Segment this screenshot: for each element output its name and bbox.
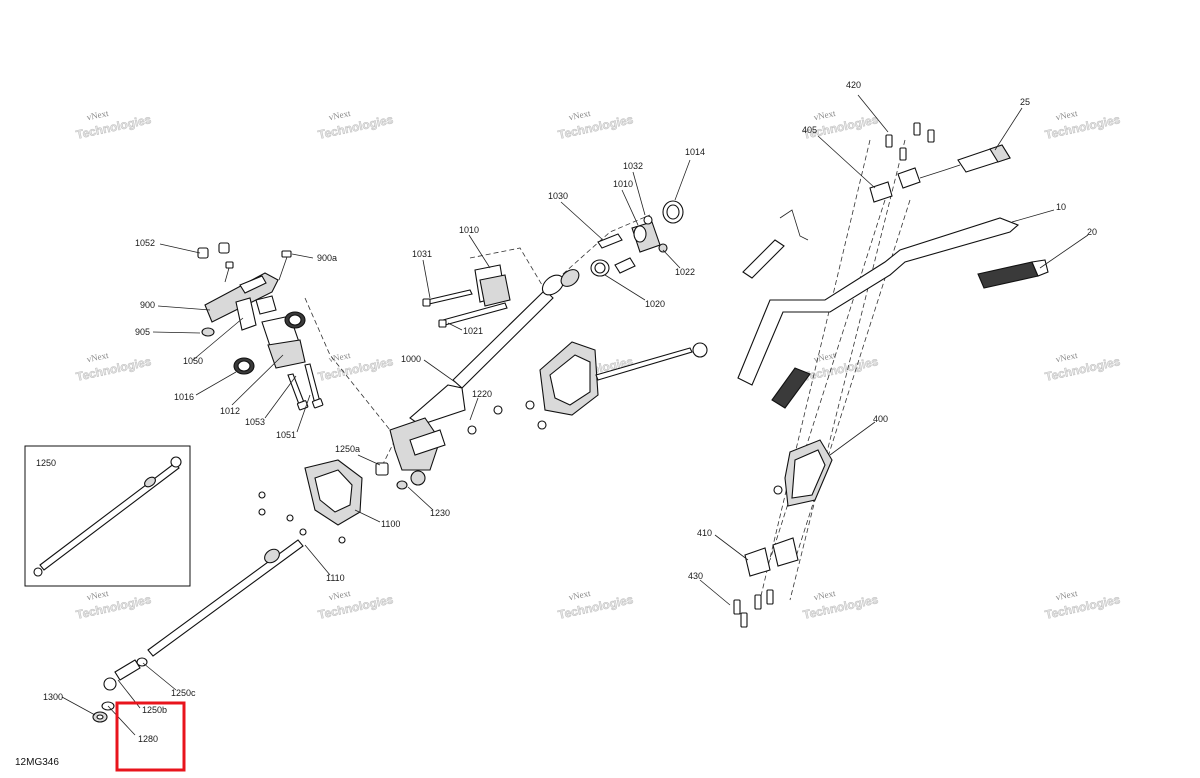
callout-405: 405 (802, 125, 817, 135)
callout-20: 20 (1087, 227, 1097, 237)
callout-905: 905 (135, 327, 150, 337)
steering-box-right (467, 341, 708, 435)
steering-shaft-1000 (389, 269, 580, 486)
watermark: vNext Technologies (557, 108, 636, 142)
callout-900a: 900a (317, 253, 337, 263)
watermark: vNext Technologies (75, 350, 154, 384)
watermark-line1: vNext (1055, 350, 1079, 364)
callout-1220: 1220 (472, 389, 492, 399)
callout-1032: 1032 (623, 161, 643, 171)
callout-1050: 1050 (183, 356, 203, 366)
callout-1052: 1052 (135, 238, 155, 248)
bolts-420 (885, 122, 935, 161)
watermark-line1: vNext (813, 588, 837, 602)
callout-1010-upper: 1010 (613, 179, 633, 189)
watermark-line1: vNext (86, 350, 110, 364)
callout-1280: 1280 (138, 734, 158, 744)
bushing-1050 (235, 295, 277, 331)
callout-1022: 1022 (675, 267, 695, 277)
callout-1250b: 1250b (142, 705, 167, 715)
watermark-line1: vNext (1055, 588, 1079, 602)
grip-25 (957, 144, 1011, 173)
ring-1016 (233, 357, 255, 375)
nut-1052 (197, 242, 230, 259)
bolt-900a (224, 250, 292, 283)
watermark: vNext Technologies (802, 588, 881, 622)
watermark: vNext Technologies (317, 108, 396, 142)
handlebar-10 (737, 217, 1020, 386)
callout-1021: 1021 (463, 326, 483, 336)
callout-1230: 1230 (430, 508, 450, 518)
callout-1053: 1053 (245, 417, 265, 427)
inset-box-1250 (24, 445, 191, 587)
throttle-clip (742, 209, 809, 279)
watermark: vNext Technologies (1044, 588, 1123, 622)
callout-1016: 1016 (174, 392, 194, 402)
watermark-line1: vNext (86, 108, 110, 122)
watermark-layer: vNext Technologies vNext Technologies vN… (75, 108, 1123, 622)
callout-400: 400 (873, 414, 888, 424)
callout-1014: 1014 (685, 147, 705, 157)
callout-1051: 1051 (276, 430, 296, 440)
grip-left (771, 367, 811, 409)
callout-1250c: 1250c (171, 688, 196, 698)
watermark: vNext Technologies (317, 588, 396, 622)
callout-900: 900 (140, 300, 155, 310)
washer-905 (201, 327, 215, 337)
watermark-line1: vNext (568, 108, 592, 122)
callout-1030: 1030 (548, 191, 568, 201)
watermark: vNext Technologies (802, 350, 881, 384)
watermark-line1: vNext (328, 350, 352, 364)
watermark-line1: vNext (328, 108, 352, 122)
callout-1020: 1020 (645, 299, 665, 309)
bracket-900 (204, 272, 279, 323)
clamp-405 (869, 164, 961, 203)
bolts-430 (733, 589, 774, 628)
watermark-line1: vNext (1055, 108, 1079, 122)
callout-1110: 1110 (326, 573, 345, 583)
bearing-group (590, 200, 684, 277)
callout-1250a: 1250a (335, 444, 360, 454)
callout-1100: 1100 (381, 519, 400, 529)
callout-1000: 1000 (401, 354, 421, 364)
watermark-line1: vNext (568, 588, 592, 602)
callout-1031: 1031 (412, 249, 432, 259)
upper-clamp-group (422, 264, 511, 328)
watermark: vNext Technologies (317, 350, 396, 384)
diagram-code: 12MG346 (15, 757, 59, 768)
callout-410: 410 (697, 528, 712, 538)
watermark: vNext Technologies (1044, 350, 1123, 384)
clamp-410 (744, 537, 799, 577)
tie-rod-lower (92, 539, 304, 723)
callout-labels: 25 420 405 10 20 1014 1032 1010 1030 101… (36, 80, 1097, 744)
callout-10: 10 (1056, 202, 1066, 212)
callout-1010-lower: 1010 (459, 225, 479, 235)
riser-400 (773, 439, 833, 507)
watermark: vNext Technologies (75, 108, 154, 142)
steering-box-1100 (258, 459, 408, 544)
callout-1012: 1012 (220, 406, 240, 416)
callout-420: 420 (846, 80, 861, 90)
watermark-line1: vNext (328, 588, 352, 602)
watermark: vNext Technologies (802, 108, 881, 142)
callout-25: 25 (1020, 97, 1030, 107)
watermark: vNext Technologies (557, 588, 636, 622)
leader-lines (61, 94, 1089, 736)
ring-seal (284, 311, 306, 329)
watermark-line1: vNext (86, 588, 110, 602)
column-support-group (197, 242, 324, 411)
callout-1250: 1250 (36, 458, 56, 468)
highlight-box-1280 (115, 701, 186, 772)
callout-430: 430 (688, 571, 703, 581)
watermark-line1: vNext (813, 108, 837, 122)
grip-20 (977, 259, 1049, 289)
callout-1300: 1300 (43, 692, 63, 702)
watermark: vNext Technologies (1044, 108, 1123, 142)
